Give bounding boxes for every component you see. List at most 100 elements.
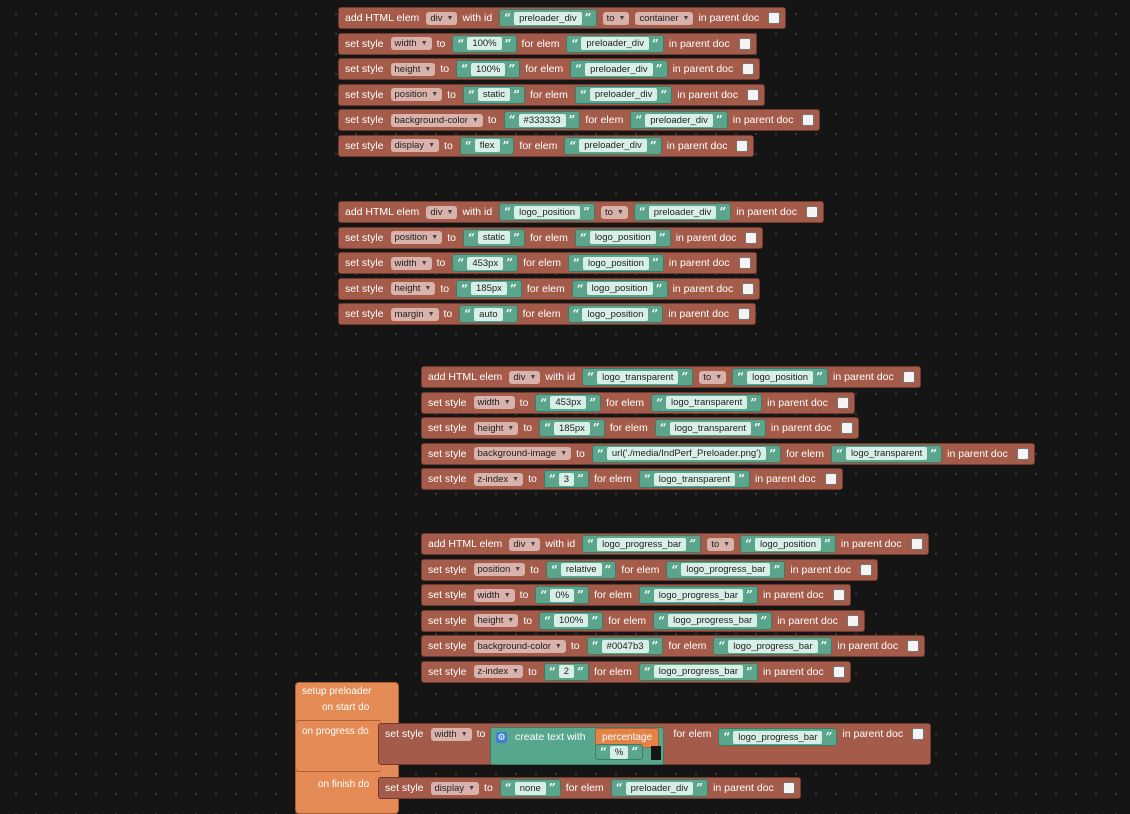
elem-string-value[interactable]: logo_transparent	[653, 472, 736, 486]
value-string-block[interactable]: “100%”	[539, 611, 604, 630]
elem-string-block[interactable]: “logo_position”	[574, 228, 671, 247]
parent-string-block[interactable]: “logo_position”	[740, 535, 836, 553]
in-parent-doc-checkbox[interactable]	[846, 614, 859, 627]
value-string-value[interactable]: 453px	[467, 256, 504, 270]
value-string-value[interactable]: relative	[560, 563, 602, 576]
style-property-dropdown[interactable]: display▼	[430, 781, 480, 795]
value-string-value[interactable]: 185px	[554, 421, 590, 435]
value-string-block[interactable]: “453px”	[535, 393, 602, 412]
style-property-dropdown[interactable]: position▼	[473, 563, 526, 576]
position-dropdown[interactable]: to▼	[602, 11, 630, 25]
elem-string-value[interactable]: logo_progress_bar	[733, 730, 823, 744]
elem-string-value[interactable]: logo_progress_bar	[653, 665, 744, 678]
value-string-block[interactable]: “100%”	[452, 34, 517, 53]
elem-string-value[interactable]: preloader_div	[625, 781, 694, 795]
value-string-block[interactable]: “#0047b3”	[586, 637, 664, 655]
id-string-block[interactable]: “logo_progress_bar”	[582, 535, 702, 553]
elem-string-value[interactable]: logo_transparent	[665, 396, 748, 409]
position-dropdown[interactable]: to▼	[707, 537, 735, 551]
elem-string-value[interactable]: logo_transparent	[845, 447, 928, 460]
elem-string-value[interactable]: preloader_div	[579, 139, 647, 152]
style-property-dropdown[interactable]: width▼	[390, 37, 432, 50]
value-string-block[interactable]: “2”	[543, 662, 589, 681]
style-property-dropdown[interactable]: width▼	[390, 256, 432, 270]
elem-string-block[interactable]: “logo_position”	[568, 254, 664, 272]
value-string-value[interactable]: none	[514, 781, 546, 795]
id-string-block[interactable]: “logo_transparent”	[582, 368, 694, 386]
value-string-block[interactable]: “static”	[462, 85, 525, 104]
in-parent-doc-checkbox[interactable]	[836, 396, 849, 409]
style-property-dropdown[interactable]: height▼	[473, 614, 519, 627]
elem-string-block[interactable]: “logo_progress_bar”	[666, 560, 786, 579]
value-string-value[interactable]: auto	[474, 307, 503, 321]
tag-dropdown[interactable]: div▼	[426, 205, 458, 219]
value-string-block[interactable]: “453px”	[452, 254, 519, 272]
in-parent-doc-checkbox[interactable]	[1016, 447, 1029, 460]
in-parent-doc-checkbox[interactable]	[745, 231, 758, 244]
in-parent-doc-checkbox[interactable]	[738, 257, 751, 269]
value-string-block[interactable]: “relative”	[545, 560, 617, 579]
elem-string-value[interactable]: logo_position	[582, 256, 649, 270]
in-parent-doc-checkbox[interactable]	[747, 88, 760, 101]
value-string-block[interactable]: “#333333”	[503, 111, 581, 129]
elem-string-value[interactable]: preloader_div	[589, 88, 658, 101]
elem-string-value[interactable]: preloader_div	[585, 62, 653, 76]
id-string-block[interactable]: “logo_position”	[499, 203, 595, 221]
elem-string-block[interactable]: “logo_progress_bar”	[653, 611, 773, 630]
value-string-value[interactable]: 0%	[550, 588, 575, 602]
elem-string-block[interactable]: “logo_transparent”	[651, 393, 763, 412]
style-property-dropdown[interactable]: background-image▼	[473, 447, 572, 460]
in-parent-doc-checkbox[interactable]	[742, 282, 755, 295]
value-string-block[interactable]: “3”	[543, 470, 589, 488]
elem-string-value[interactable]: logo_position	[582, 307, 649, 321]
value-string-value[interactable]: static	[477, 88, 511, 101]
style-property-dropdown[interactable]: height▼	[390, 62, 436, 76]
value-string-value[interactable]: 453px	[550, 396, 587, 409]
value-string-value[interactable]: 100%	[471, 62, 506, 76]
parent-string-value[interactable]: logo_position	[747, 370, 814, 384]
elem-string-block[interactable]: “preloader_div”	[570, 60, 668, 78]
elem-string-block[interactable]: “logo_transparent”	[654, 419, 766, 437]
in-parent-doc-checkbox[interactable]	[832, 665, 845, 678]
elem-string-value[interactable]: logo_progress_bar	[728, 639, 818, 653]
finish-set-style-block[interactable]: set style display▼ to “none” for elem “p…	[378, 777, 801, 799]
elem-string-block[interactable]: “logo_position”	[571, 279, 668, 298]
elem-string-value[interactable]: logo_progress_bar	[653, 588, 744, 602]
value-string-block[interactable]: “185px”	[456, 279, 522, 298]
parent-string-block[interactable]: “preloader_div”	[633, 203, 732, 221]
value-string-value[interactable]: #0047b3	[601, 639, 649, 653]
elem-string-block[interactable]: “preloader_div”	[566, 34, 664, 53]
style-property-dropdown[interactable]: z-index▼	[473, 472, 524, 486]
style-property-dropdown[interactable]: position▼	[390, 231, 443, 244]
style-property-dropdown[interactable]: width▼	[473, 396, 515, 409]
style-property-dropdown[interactable]: width▼	[430, 728, 472, 741]
style-property-dropdown[interactable]: background-color▼	[390, 113, 483, 127]
parent-string-block[interactable]: “logo_position”	[732, 368, 828, 386]
elem-string-block[interactable]: “preloader_div”	[630, 111, 728, 129]
value-string-block[interactable]: “none”	[499, 779, 561, 797]
in-parent-doc-checkbox[interactable]	[782, 782, 795, 794]
suffix-string-block[interactable]: “%”	[595, 744, 644, 760]
parent-string-value[interactable]: logo_position	[755, 537, 821, 551]
value-string-block[interactable]: “url('./media/IndPerf_Preloader.png')”	[591, 444, 782, 463]
elem-string-block[interactable]: “logo_position”	[567, 305, 664, 323]
elem-string-value[interactable]: logo_position	[586, 282, 653, 295]
elem-string-block[interactable]: “logo_progress_bar”	[638, 662, 758, 681]
value-string-block[interactable]: “auto”	[459, 305, 518, 323]
elem-string-block[interactable]: “preloader_div”	[564, 136, 662, 155]
in-parent-doc-checkbox[interactable]	[840, 422, 853, 434]
value-string-value[interactable]: 3	[558, 472, 575, 486]
elem-string-block[interactable]: “logo_progress_bar”	[638, 586, 758, 604]
value-string-block[interactable]: “flex”	[459, 136, 515, 155]
